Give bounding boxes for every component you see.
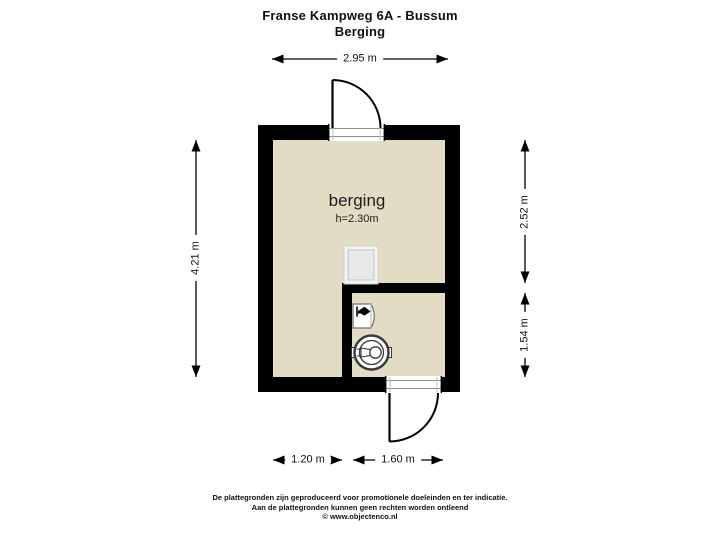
footer-disclaimer-line1: De plattegronden zijn geproduceerd voor … [212, 493, 508, 502]
door-frame-bottom [385, 376, 442, 393]
dim-label-left-height: 4.21 m [188, 235, 204, 281]
dim-label-bottom-right: 1.60 m [375, 452, 421, 468]
door-frame-top [328, 124, 385, 141]
page-title: Franse Kampweg 6A - Bussum [262, 8, 458, 23]
page-subtitle: Berging [334, 24, 386, 39]
footer-disclaimer-line2: Aan de plattegronden kunnen geen rechten… [251, 502, 469, 512]
footer-disclaimer: De plattegronden zijn geproduceerd voor … [0, 493, 720, 522]
footer-copyright: © www.objectenco.nl [322, 512, 398, 521]
dim-label-bottom-left: 1.20 m [285, 452, 331, 468]
hatch-square [343, 245, 379, 285]
wall-right [445, 125, 460, 392]
room-height-label: h=2.30m [335, 213, 379, 225]
room-name-label: berging [328, 191, 386, 210]
wall-left [258, 125, 273, 392]
door-swing-out-top [331, 79, 382, 129]
boiler-icon [351, 334, 392, 371]
sink-icon [352, 303, 375, 329]
dim-label-right-upper: 2.52 m [517, 189, 533, 235]
partition-wall-vertical [342, 283, 352, 377]
dim-label-top-width: 2.95 m [337, 51, 383, 67]
partition-wall-horizontal [342, 283, 445, 293]
dim-label-right-lower: 1.54 m [517, 312, 533, 358]
door-swing-out-bottom [388, 392, 439, 443]
